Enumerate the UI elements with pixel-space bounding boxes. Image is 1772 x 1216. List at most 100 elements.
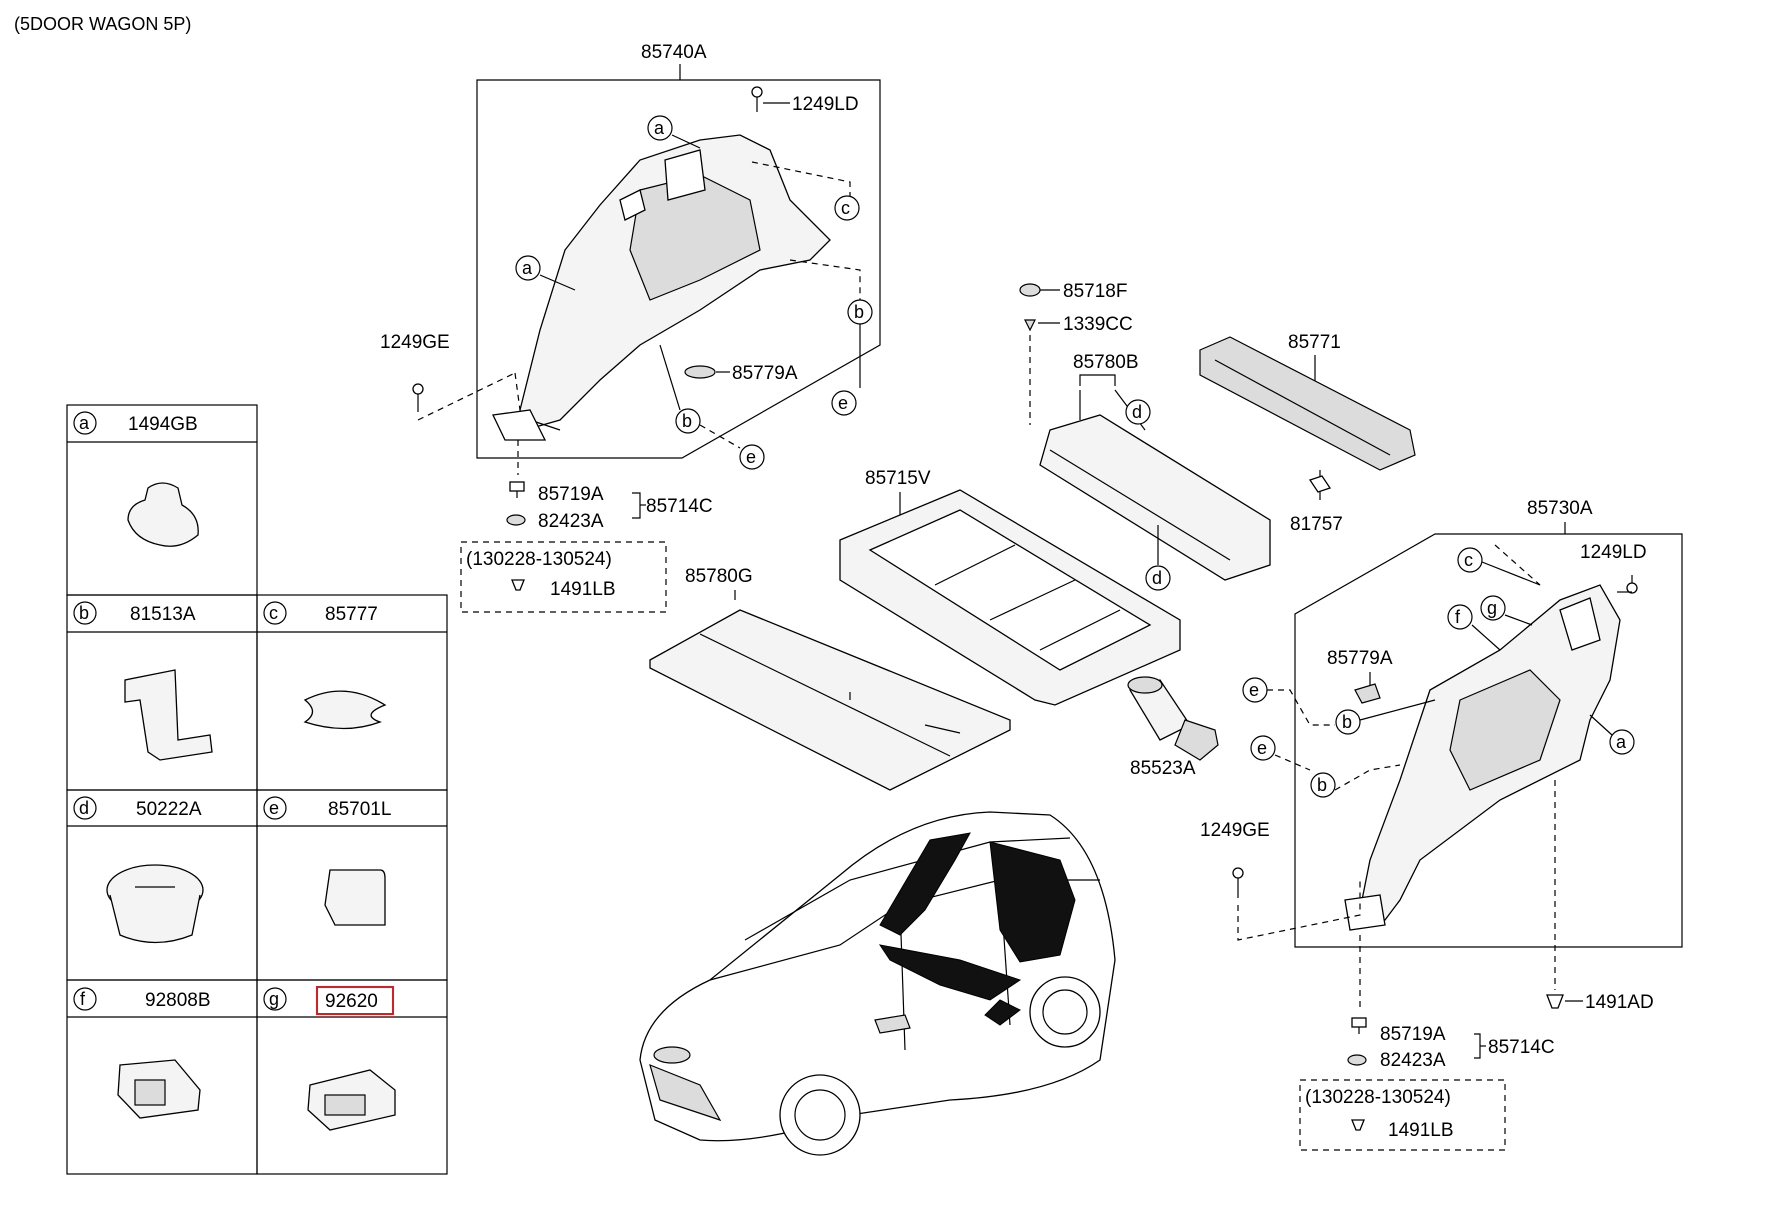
legend-part-e[interactable]: 85701L: [328, 799, 391, 820]
svg-text:c: c: [841, 198, 850, 218]
legend-grid: a 1494GB b 81513A c 85777 d 50222A e 857…: [66, 404, 448, 1175]
clip-1491LB-left: [511, 579, 525, 591]
svg-text:b: b: [1342, 712, 1352, 732]
label-1491AD[interactable]: 1491AD: [1585, 992, 1654, 1013]
lamp-85779A-right: [1354, 683, 1381, 704]
clip-85777: [303, 690, 387, 730]
frame-85730A: [1294, 533, 1683, 948]
legend-part-a[interactable]: 1494GB: [128, 414, 198, 435]
label-1249LD-left[interactable]: 1249LD: [792, 94, 859, 115]
callout-f-right: [1447, 604, 1473, 630]
svg-text:a: a: [522, 258, 533, 278]
clip-1339CC: [1024, 319, 1036, 332]
clip-81757: [1308, 475, 1332, 493]
legend-part-d[interactable]: 50222A: [136, 799, 202, 820]
screw-1249LD-right: [1617, 575, 1638, 594]
label-85714C-left[interactable]: 85714C: [646, 496, 713, 517]
legend-letter-a: a: [79, 413, 90, 433]
label-85740A[interactable]: 85740A: [641, 42, 707, 63]
label-85780G[interactable]: 85780G: [685, 566, 753, 587]
callout-b-right-1: [1335, 709, 1361, 735]
label-85719A-right[interactable]: 85719A: [1380, 1024, 1446, 1045]
left-quarter-trim-group: 85740A 1249LD a a c b e: [380, 42, 881, 613]
svg-text:d: d: [1132, 402, 1142, 422]
legend-letter-e: e: [269, 798, 279, 818]
label-date-range-right: (130228-130524): [1305, 1087, 1451, 1108]
svg-text:b: b: [682, 411, 692, 431]
callout-e-left-2: [739, 444, 765, 470]
lamp-85779A-left: [684, 365, 716, 379]
label-85715V[interactable]: 85715V: [865, 468, 931, 489]
label-85779A-left[interactable]: 85779A: [732, 363, 798, 384]
screw-1249LD-left: [751, 86, 790, 112]
svg-text:d: d: [1152, 568, 1162, 588]
callout-c-right: [1457, 547, 1483, 573]
legend-letter-g: g: [269, 989, 279, 1009]
screw-1249GE-left: [412, 383, 424, 412]
clip-85719A-left: [509, 481, 525, 498]
label-1491LB-right[interactable]: 1491LB: [1388, 1120, 1454, 1141]
label-85718F[interactable]: 85718F: [1063, 281, 1127, 302]
vehicle-illustration: [639, 811, 1116, 1156]
svg-text:g: g: [1487, 598, 1497, 618]
legend-letter-d: d: [79, 798, 89, 818]
svg-text:e: e: [746, 447, 756, 467]
svg-text:a: a: [1616, 732, 1627, 752]
callout-b-right-2: [1310, 772, 1336, 798]
legend-part-f[interactable]: 92808B: [145, 990, 211, 1011]
clip-85719A-right: [1351, 1017, 1367, 1034]
label-85730A[interactable]: 85730A: [1527, 498, 1593, 519]
callout-b-left-2: [675, 408, 701, 434]
svg-text:e: e: [1257, 738, 1267, 758]
scuff-plate-85771[interactable]: [1199, 336, 1416, 471]
callout-g-right: [1480, 595, 1506, 621]
label-82423A-left[interactable]: 82423A: [538, 511, 604, 532]
legend-part-b[interactable]: 81513A: [130, 604, 196, 625]
clip-1491AD: [1546, 994, 1564, 1009]
label-1249GE-right[interactable]: 1249GE: [1200, 820, 1270, 841]
svg-text:b: b: [854, 302, 864, 322]
label-1249GE-left[interactable]: 1249GE: [380, 332, 450, 353]
tonneau-board-85780B[interactable]: [1039, 414, 1271, 581]
label-85714C-right[interactable]: 85714C: [1488, 1037, 1555, 1058]
legend-letter-b: b: [79, 603, 89, 623]
date-range-box-left: [460, 541, 667, 613]
legend-part-c[interactable]: 85777: [325, 604, 378, 625]
svg-text:e: e: [1249, 680, 1259, 700]
callout-d-2: [1145, 565, 1171, 591]
label-85719A-left[interactable]: 85719A: [538, 484, 604, 505]
svg-text:c: c: [1464, 550, 1473, 570]
callout-e-left-1: [831, 390, 857, 416]
cap-85701L: [324, 869, 386, 926]
bracket-81513A: [124, 669, 213, 761]
label-1491LB-left[interactable]: 1491LB: [550, 579, 616, 600]
callout-a-1: [647, 115, 673, 141]
label-85771[interactable]: 85771: [1288, 332, 1341, 353]
label-85780B[interactable]: 85780B: [1073, 352, 1139, 373]
right-quarter-trim-group: 85730A 1249LD c g f 85779A e: [1200, 498, 1683, 1151]
variant-title: (5DOOR WAGON 5P): [14, 14, 191, 34]
label-date-range-left: (130228-130524): [466, 549, 612, 570]
label-82423A-right[interactable]: 82423A: [1380, 1050, 1446, 1071]
legend-letter-c: c: [269, 603, 278, 623]
callout-d-1: [1125, 399, 1151, 425]
callout-a-right: [1609, 729, 1635, 755]
frame-85740A: [476, 79, 881, 459]
label-1249LD-right[interactable]: 1249LD: [1580, 542, 1647, 563]
clip-1491LB-right: [1351, 1119, 1365, 1131]
svg-text:e: e: [838, 393, 848, 413]
label-85779A-right[interactable]: 85779A: [1327, 648, 1393, 669]
svg-text:b: b: [1317, 775, 1327, 795]
legend-part-g[interactable]: 92620: [325, 991, 378, 1012]
callout-c-left: [834, 195, 860, 221]
svg-text:f: f: [1455, 607, 1461, 627]
washer-82423A-right: [1347, 1054, 1367, 1066]
label-85523A[interactable]: 85523A: [1130, 758, 1196, 779]
label-81757[interactable]: 81757: [1290, 514, 1343, 535]
wheel-front: [779, 1074, 861, 1156]
label-1339CC[interactable]: 1339CC: [1063, 314, 1133, 335]
callout-e-right-2: [1250, 735, 1276, 761]
floor-board-85780G[interactable]: [649, 609, 1011, 791]
